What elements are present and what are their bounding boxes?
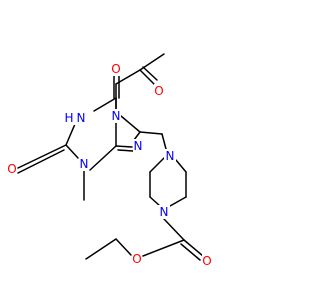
- bond-line: [115, 145, 133, 148]
- bond-line: [93, 97, 117, 112]
- atom-o-ketone: O: [154, 84, 164, 98]
- atom-label-text: N: [134, 139, 143, 153]
- atom-n7: N: [111, 109, 121, 123]
- bond-line: [149, 196, 161, 207]
- atom-n8: N: [133, 139, 143, 153]
- atom-label-text: N: [77, 111, 86, 125]
- bond-line: [89, 145, 117, 171]
- atom-label-text: N: [112, 109, 121, 123]
- bond-line: [85, 238, 117, 260]
- bond-line: [169, 196, 187, 207]
- atom-label-text: H: [64, 111, 73, 125]
- bond-line: [183, 239, 204, 257]
- atom-o-top: O: [111, 62, 121, 76]
- atom-label-text: O: [154, 84, 163, 98]
- atom-label-text: N: [166, 149, 175, 163]
- bond-line: [17, 149, 65, 174]
- bond-line: [115, 69, 141, 85]
- bond-line: [139, 131, 163, 135]
- atom-label-text: O: [7, 162, 16, 176]
- bond-line: [65, 123, 76, 146]
- atom-label-text: N: [160, 205, 169, 219]
- atom-label-text: O: [132, 252, 141, 266]
- bond-line: [117, 149, 134, 152]
- bond-line: [139, 53, 165, 71]
- atom-label-text: O: [111, 62, 120, 76]
- structure-diagram: O O N H N O N N N: [7, 53, 212, 268]
- atom-o-ester: O: [132, 252, 142, 266]
- atom-n3: N: [79, 157, 89, 171]
- bond-line: [142, 66, 158, 81]
- bond-line: [142, 239, 185, 257]
- bond-line: [139, 69, 155, 85]
- atom-label-text: N: [80, 157, 89, 171]
- bond-line: [65, 144, 79, 159]
- bond-line: [115, 238, 132, 256]
- atom-n-pip-bottom: N: [158, 205, 170, 219]
- bond-line: [175, 159, 187, 173]
- bond-line: [163, 218, 185, 241]
- bond-line: [180, 243, 201, 261]
- atom-label-layer: O O N H N O N N N: [7, 62, 212, 268]
- atom-nh-ring: N H: [63, 111, 87, 125]
- bond-line: [161, 133, 167, 150]
- bond-line: [17, 144, 67, 169]
- atom-o-left: O: [7, 162, 17, 176]
- atom-o-carbonyl: O: [202, 254, 212, 268]
- bond-line: [133, 131, 141, 141]
- bond-line: [120, 115, 141, 133]
- bond-line: [149, 157, 165, 173]
- atom-n-pip-top: N: [164, 149, 176, 163]
- atom-label-text: O: [202, 254, 211, 268]
